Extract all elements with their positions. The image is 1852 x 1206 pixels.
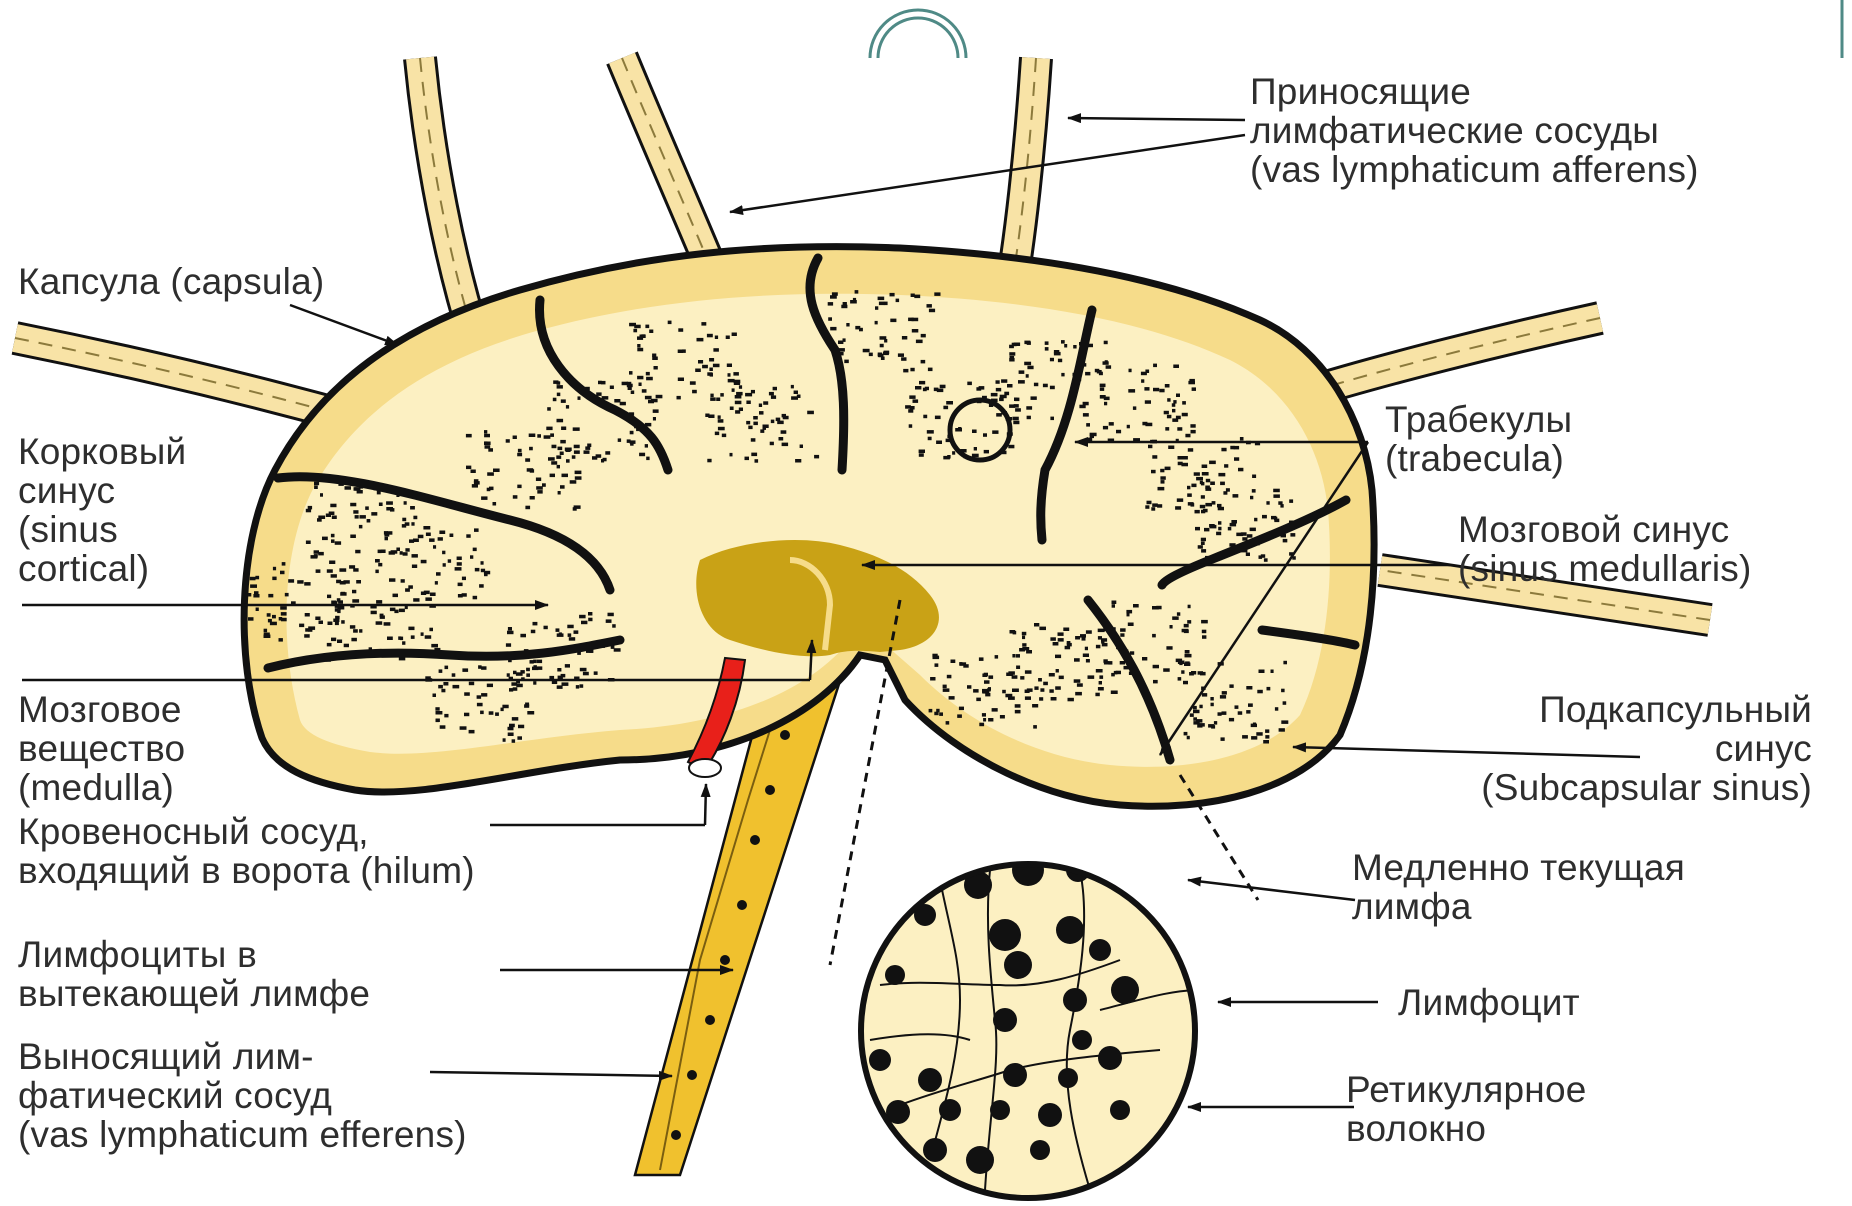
header-arc-icon bbox=[870, 0, 1842, 58]
label-trabeculae: Трабекулы(trabecula) bbox=[1385, 400, 1572, 478]
label-medullary-sinus: Мозговой синус(sinus medullaris) bbox=[1458, 510, 1752, 588]
magnified-detail-circle bbox=[861, 854, 1200, 1198]
label-lymphocyte: Лимфоцит bbox=[1398, 983, 1580, 1022]
label-efferent: Выносящий лим-фатический сосуд(vas lymph… bbox=[18, 1037, 467, 1154]
label-capsule: Капсула (capsula) bbox=[18, 262, 324, 301]
label-blood-vessel: Кровеносный сосуд,входящий в ворота (hil… bbox=[18, 812, 475, 890]
